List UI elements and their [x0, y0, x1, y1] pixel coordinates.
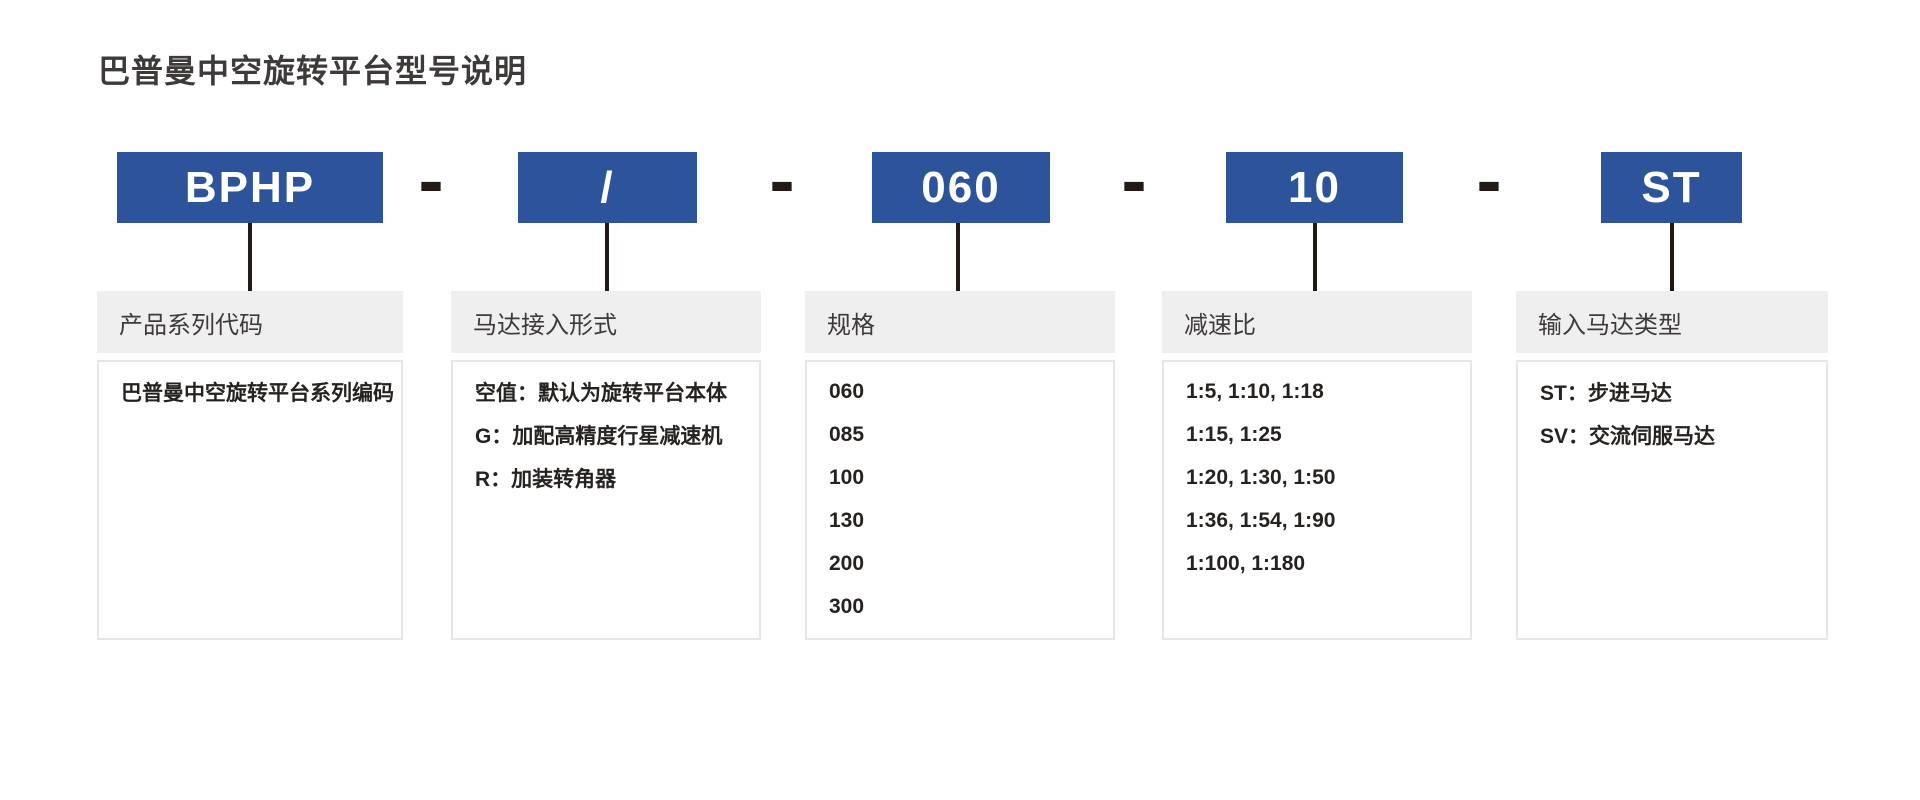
card-item: 060 [829, 379, 865, 403]
card-item: 200 [829, 551, 865, 575]
connector-line [605, 223, 609, 291]
model-code-box-series: BPHP [117, 152, 383, 223]
connector-line [956, 223, 960, 291]
card-body: 060 085 100 130 200 300 [805, 360, 1115, 640]
spec-card-size: 规格 060 085 100 130 200 300 [805, 291, 1115, 640]
model-code-box-motor-type: ST [1601, 152, 1742, 223]
model-code-box-motor-interface: / [518, 152, 697, 223]
card-item: 1:100, 1:180 [1186, 551, 1306, 575]
card-item: 1:5, 1:10, 1:18 [1186, 379, 1324, 403]
model-code-box-ratio: 10 [1226, 152, 1403, 223]
card-item: 1:20, 1:30, 1:50 [1186, 465, 1336, 489]
card-item: ST：步进马达 [1540, 381, 1672, 405]
card-item: 1:36, 1:54, 1:90 [1186, 508, 1336, 532]
connector-line [248, 223, 252, 291]
card-item: SV：交流伺服马达 [1540, 424, 1716, 448]
card-item: R：加装转角器 [475, 467, 617, 491]
spec-card-motor-interface: 马达接入形式 空值：默认为旋转平台本体 G：加配高精度行星减速机 R：加装转角器 [451, 291, 761, 640]
separator-dash: - [769, 138, 795, 223]
spec-card-motor-type: 输入马达类型 ST：步进马达 SV：交流伺服马达 [1516, 291, 1828, 640]
card-header: 减速比 [1162, 291, 1472, 353]
card-item: 300 [829, 594, 865, 618]
page-title: 巴普曼中空旋转平台型号说明 [98, 53, 528, 89]
model-code-box-size: 060 [872, 152, 1050, 223]
card-body: 空值：默认为旋转平台本体 G：加配高精度行星减速机 R：加装转角器 [451, 360, 761, 640]
separator-dash: - [1476, 138, 1502, 223]
card-item: 130 [829, 508, 865, 532]
card-item: G：加配高精度行星减速机 [475, 424, 723, 448]
connector-line [1313, 223, 1317, 291]
separator-dash: - [1121, 138, 1147, 223]
card-item: 空值：默认为旋转平台本体 [475, 381, 727, 405]
card-header: 输入马达类型 [1516, 291, 1828, 353]
separator-dash: - [418, 138, 444, 223]
card-header: 规格 [805, 291, 1115, 353]
card-item: 巴普曼中空旋转平台系列编码 [121, 381, 394, 405]
spec-card-ratio: 减速比 1:5, 1:10, 1:18 1:15, 1:25 1:20, 1:3… [1162, 291, 1472, 640]
card-body: 巴普曼中空旋转平台系列编码 [97, 360, 403, 640]
card-body: ST：步进马达 SV：交流伺服马达 [1516, 360, 1828, 640]
card-item: 1:15, 1:25 [1186, 422, 1282, 446]
connector-line [1670, 223, 1674, 291]
card-body: 1:5, 1:10, 1:18 1:15, 1:25 1:20, 1:30, 1… [1162, 360, 1472, 640]
card-item: 085 [829, 422, 865, 446]
card-item: 100 [829, 465, 865, 489]
spec-card-series: 产品系列代码 巴普曼中空旋转平台系列编码 [97, 291, 403, 640]
card-header: 产品系列代码 [97, 291, 403, 353]
card-header: 马达接入形式 [451, 291, 761, 353]
